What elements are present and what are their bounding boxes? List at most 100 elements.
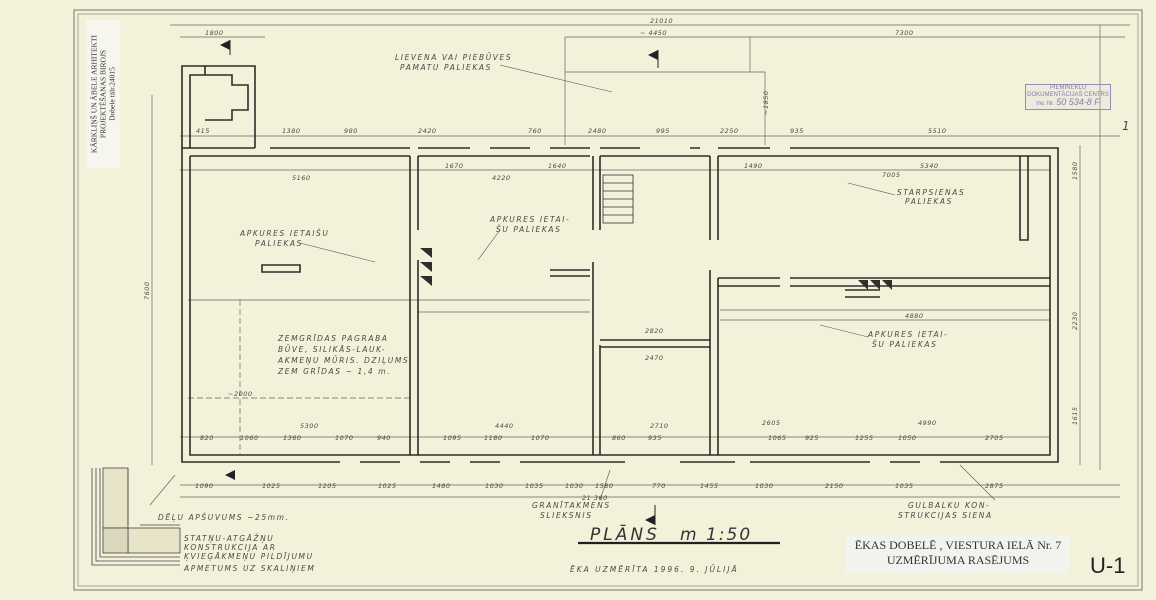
dim: 5160	[292, 174, 311, 182]
plan-title: PLĀNS	[590, 523, 660, 545]
inv-number: 50 534-8 F	[1056, 97, 1100, 107]
wall-section-detail	[91, 467, 181, 566]
dim: 980	[344, 127, 358, 135]
dim: 1480	[432, 482, 451, 490]
dim: 770	[652, 482, 666, 490]
dim: 1090	[195, 482, 214, 490]
dim: 4220	[492, 174, 511, 182]
note-frame: STATŅU-ATGĀŽŅU	[184, 534, 274, 543]
note-cellar: AKMEŅU MŪRIS. DZIĻUMS	[277, 356, 409, 365]
dim: 2480	[588, 127, 607, 135]
dim: 1205	[318, 482, 337, 490]
dim: 1580	[595, 482, 614, 490]
sheet-number: U-1	[1090, 553, 1126, 578]
architect-stamp: KĀRKLIŅŠ UN ĀBELE ARHITEKTI PROJEKTĒŠANA…	[86, 20, 120, 168]
dim: 1070	[335, 434, 354, 442]
dim: 7005	[882, 171, 901, 179]
dim-left-side: 7600	[143, 281, 151, 300]
annotations: LIEVENA VAI PIEBŪVES PAMATU PALIEKAS APK…	[158, 53, 993, 573]
note-heating-left: APKURES IETAIŠU	[239, 229, 329, 238]
note-frame: ĶVIEĢĀKMEŅU PILDĪJUMU	[184, 552, 314, 561]
dim: 2705	[985, 434, 1004, 442]
walls	[181, 65, 1059, 463]
dim-overall-bottom: 21 360	[582, 494, 608, 502]
dim-extension-width: ~ 4450	[640, 29, 667, 37]
note-cellar: BŪVE, SILIKĀS-LAUK-	[278, 345, 386, 354]
sheet-mark: 1	[1122, 119, 1131, 133]
dim: 4440	[495, 422, 514, 430]
note-partition: STARPSIENAS	[897, 188, 965, 197]
dim-rooms: 5300 4440 2710 2605 4990 ~2000 2470 2820…	[228, 312, 937, 430]
note-heating-left: PALIEKAS	[255, 239, 303, 248]
note-plaster: APMETUMS UZ SKALIŅIEM	[183, 564, 315, 573]
dim: 1455	[700, 482, 719, 490]
dim: 5340	[920, 162, 939, 170]
stamp-line: KĀRKLIŅŠ UN ĀBELE ARHITEKTI	[89, 34, 99, 154]
dim: 1060	[240, 434, 259, 442]
note-partition: PALIEKAS	[905, 197, 953, 206]
dim-overall-top: 21010	[650, 17, 673, 25]
stamp-line: PROJEKTĒŠANAS BIROJS	[98, 49, 108, 139]
note-heating-right: APKURES IETAI-	[867, 330, 948, 339]
leader-lines	[299, 64, 996, 545]
dim: 1615	[1071, 406, 1079, 425]
dim: 1050	[898, 434, 917, 442]
dim: 2420	[418, 127, 437, 135]
dim: 2710	[650, 422, 669, 430]
dim: 995	[656, 127, 670, 135]
note-heating-right: ŠU PALIEKAS	[872, 340, 937, 349]
dim: 1030	[755, 482, 774, 490]
dim: 935	[790, 127, 804, 135]
note-cellar: ZEMGRĪDAS PAGRABA	[277, 334, 389, 343]
sheet-frame	[73, 9, 1143, 591]
dim: 760	[528, 127, 542, 135]
dim: 1360	[283, 434, 302, 442]
note-heating-mid: ŠU PALIEKAS	[496, 225, 561, 234]
dim: 1670	[445, 162, 464, 170]
dim-top-row: 415 1380 980 2420 760 2480 995 2250 935 …	[196, 127, 946, 135]
dim: 2230	[1071, 311, 1079, 330]
title-block-line2: UZMĒRĪJUMA RASĒJUMS	[886, 553, 1030, 567]
stamp-line: Dobele tālr.24015	[107, 67, 117, 121]
note-cellar: ZEM GRĪDAS ~ 1,4 m.	[277, 367, 391, 376]
dimension-labels: 21010 1800 ~ 4450 7300 ~1850 7600 415 13…	[143, 17, 1079, 502]
dim: 1030	[485, 482, 504, 490]
dim-bottom-row: 1090 1025 1205 1025 1480 1030 1035 1030 …	[195, 482, 1003, 490]
dim: 4880	[905, 312, 924, 320]
dim: 1180	[484, 434, 503, 442]
dim: 415	[196, 127, 210, 135]
note-cladding: DĒĻU APŠUVUMS ~25mm.	[158, 513, 290, 522]
note-extension: PAMATU PALIEKAS	[400, 63, 492, 72]
survey-date: ĒKA UZMĒRĪTA 1996. 9. JŪLIJĀ	[570, 565, 739, 574]
dim: 860	[612, 434, 626, 442]
dim: 935	[648, 434, 662, 442]
dim: 940	[377, 434, 391, 442]
title-block-line1: ĒKAS DOBELĒ , VIESTURA IELĀ Nr. 7	[854, 538, 1062, 552]
dim: 1580	[1071, 161, 1079, 180]
dim: 1095	[443, 434, 462, 442]
dim-interior-top: 5160 4220 7005 5340 1670 1640 1490	[292, 162, 939, 182]
note-log-wall: GULBALKU KON-	[908, 501, 990, 510]
dim: 4990	[918, 419, 937, 427]
dim-extension-depth: ~1850	[762, 91, 770, 116]
note-frame: KONSTRUKCIJA AR	[184, 543, 277, 552]
dim-annex-width: 1800	[205, 29, 224, 37]
dim: 2470	[645, 354, 664, 362]
dim: 925	[805, 434, 819, 442]
note-heating-mid: APKURES IETAI-	[489, 215, 570, 224]
dim-bottom-inner: 820 1060 1360 1070 940 1095 1180 1070 86…	[200, 434, 1004, 442]
dim: 1035	[525, 482, 544, 490]
stove-icon	[420, 248, 892, 290]
dim: ~2000	[228, 390, 253, 398]
note-log-wall: STRUKCIJAS SIENA	[898, 511, 993, 520]
dim: 1030	[565, 482, 584, 490]
title-block: ĒKAS DOBELĒ , VIESTURA IELĀ Nr. 7 UZMĒRĪ…	[846, 536, 1070, 574]
note-threshold: SLIEKSNIS	[540, 511, 593, 520]
dim: 820	[200, 434, 214, 442]
section-marker-icon	[220, 40, 659, 525]
inv-label: inv. Nr.	[1036, 101, 1055, 107]
plan-scale: m 1:50	[680, 525, 752, 545]
stamp-line: DOKUMENTĀCIJAS CENTRS	[1027, 92, 1109, 98]
dim: 1255	[855, 434, 874, 442]
